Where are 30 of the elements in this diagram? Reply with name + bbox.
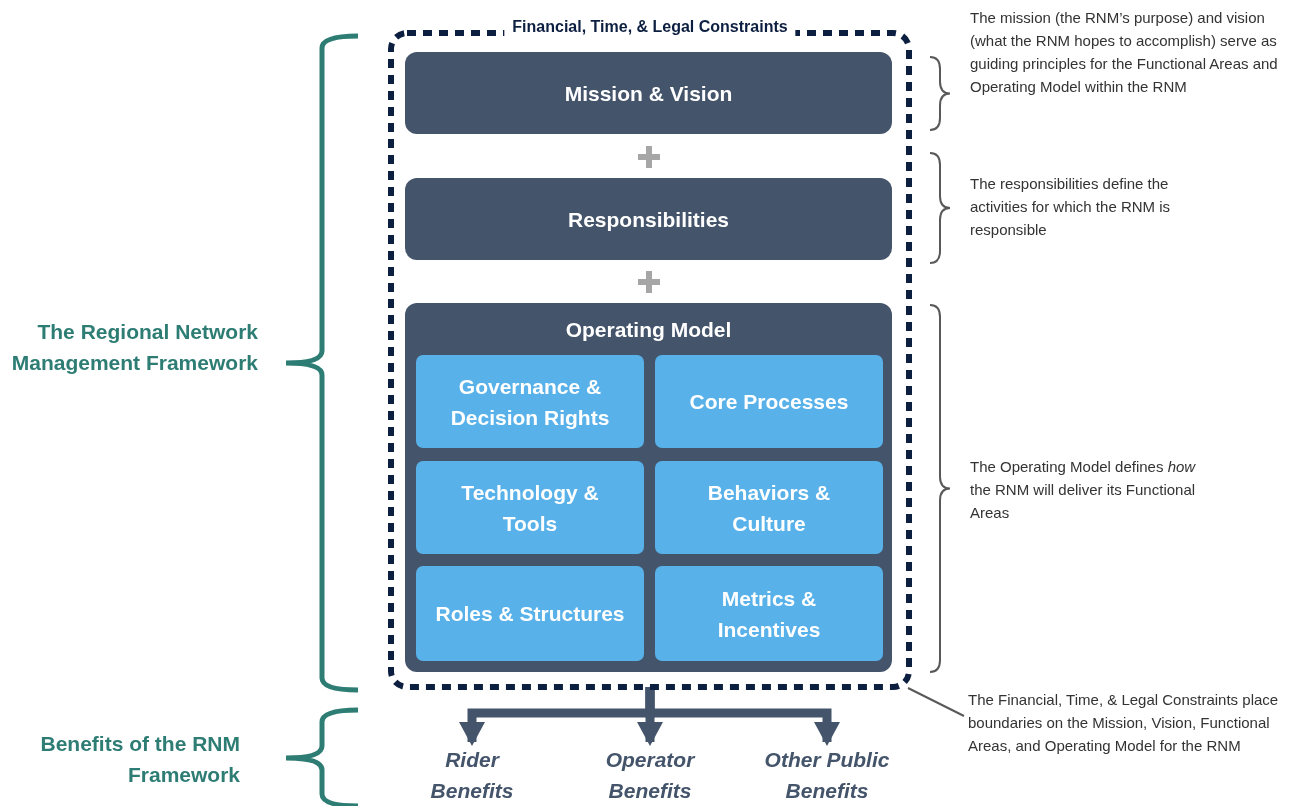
component-box	[416, 566, 644, 661]
arrow	[645, 687, 840, 746]
box-label: Roles & Structures	[434, 601, 626, 627]
leader-line	[907, 687, 965, 717]
benefit-text: Rider Benefits	[402, 744, 542, 806]
box-label: Mission & Vision	[564, 80, 733, 107]
component-box	[416, 461, 644, 554]
note-text: The Financial, Time, & Legal Constraints place boundaries on the Mission, Vision, Functional Areas, and Operating Model for the RNM	[968, 688, 1288, 788]
benefit-text: Operator Benefits	[570, 744, 730, 806]
box-label: Core Processes	[688, 389, 850, 415]
note-text: The mission (the RNM’s purpose) and vision (what the RNM hopes to accomplish) serve as guiding principles for the Functional Areas and Operating Model within the RNM	[970, 8, 1279, 97]
section-label: Benefits of the RNM Framework	[39, 731, 240, 788]
process-box	[405, 52, 892, 134]
component-box	[655, 355, 883, 448]
box-label: Responsibilities	[567, 206, 729, 233]
panel-title: Operating Model	[565, 317, 732, 343]
component-box	[655, 566, 883, 661]
component-box	[655, 461, 883, 554]
benefit-text: Other Public Benefits	[742, 744, 912, 806]
box-label: Behaviors & Culture	[706, 479, 832, 537]
frame-title: Financial, Time, & Legal Constraints	[504, 18, 796, 36]
note-text: The responsibilities define the activities for which the RNM is responsible	[970, 174, 1172, 240]
box-label: Governance & Decision Rights	[449, 373, 611, 431]
note-text: The Operating Model defines how the RNM will deliver its Functional Areas	[970, 457, 1197, 523]
operating-model-panel	[405, 303, 892, 672]
process-box	[405, 178, 892, 260]
box-label: Metrics & Incentives	[716, 585, 822, 643]
box-label: Technology & Tools	[460, 479, 600, 537]
section-label: The Regional Network Management Framework	[10, 319, 258, 376]
component-box	[416, 355, 644, 448]
